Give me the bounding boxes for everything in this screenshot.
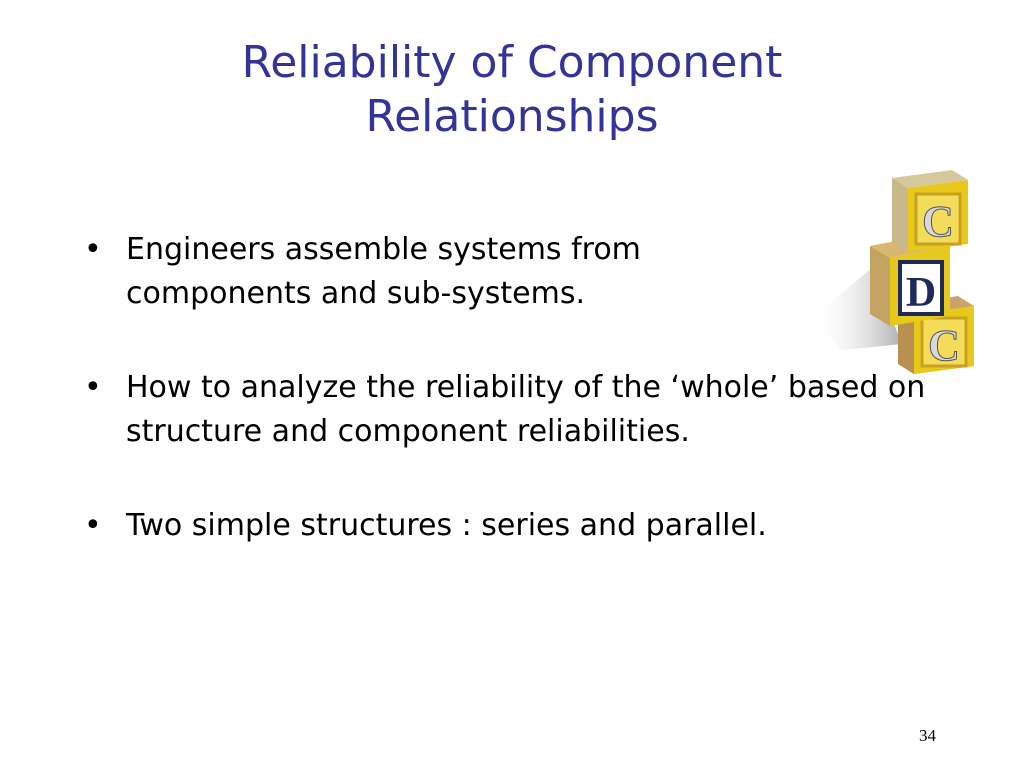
block-bottom-letter: C <box>928 321 960 370</box>
bullet-list: • Engineers assemble systems from compon… <box>84 228 964 548</box>
bullet-item-3: • Two simple structures : series and par… <box>84 504 964 548</box>
page-number: 34 <box>919 726 936 745</box>
slide-title: Reliability of Component Relationships <box>100 36 924 144</box>
block-middle: D <box>870 234 950 326</box>
bullet-dot: • <box>84 370 102 405</box>
bullet-dot: • <box>84 508 102 543</box>
alphabet-blocks-illustration: C D C <box>812 170 974 374</box>
block-middle-letter: D <box>906 270 936 316</box>
bullet-dot: • <box>84 232 102 267</box>
bullet-item-1: • Engineers assemble systems from compon… <box>84 228 786 316</box>
title-line-2: Relationships <box>365 91 659 142</box>
bullet-text-2: How to analyze the reliability of the ‘w… <box>126 370 926 449</box>
bullet-text-3: Two simple structures : series and paral… <box>126 508 767 543</box>
title-line-1: Reliability of Component <box>241 37 783 88</box>
block-top-letter: C <box>922 197 954 246</box>
block-top: C <box>892 170 968 252</box>
bullet-item-2: • How to analyze the reliability of the … <box>84 366 966 454</box>
bullet-text-1: Engineers assemble systems from componen… <box>126 232 641 311</box>
